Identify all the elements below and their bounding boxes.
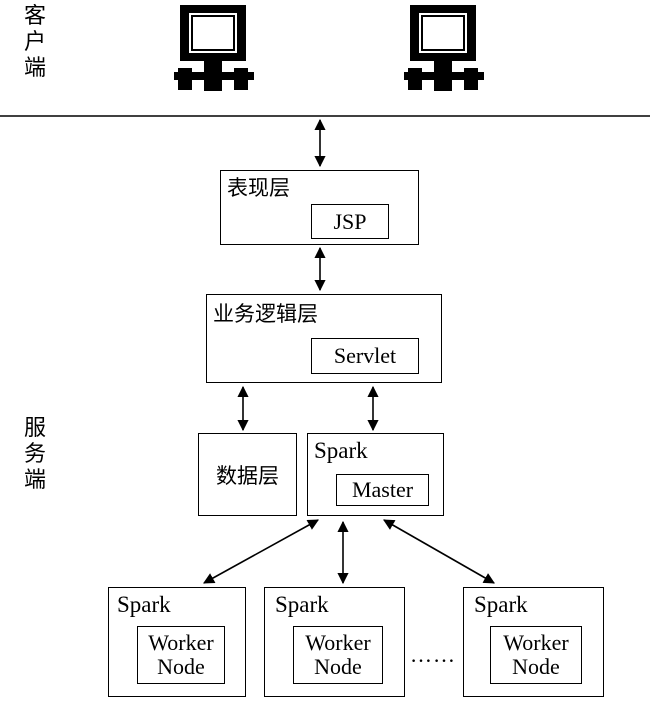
business-layer-title: 业务逻辑层 — [213, 302, 318, 326]
servlet-component: Servlet — [311, 338, 419, 374]
more-workers-ellipsis: …… — [410, 642, 456, 667]
spark-master-box: Spark Master — [307, 433, 444, 516]
worker-node-component: Worker Node — [293, 626, 383, 684]
spark-worker-box: Spark Worker Node — [108, 587, 246, 697]
data-layer-box: 数据层 — [198, 433, 297, 516]
worker-node-component: Worker Node — [137, 626, 225, 684]
spark-worker-title: Spark — [275, 592, 329, 617]
computer-icon — [174, 5, 254, 91]
spark-worker-box: Spark Worker Node — [264, 587, 405, 697]
arrow-master-worker-3 — [383, 519, 495, 584]
worker-node-line1: Worker — [148, 630, 214, 655]
spark-worker-box: Spark Worker Node — [463, 587, 604, 697]
arrow-master-worker-1 — [203, 519, 319, 584]
spark-master-title: Spark — [314, 438, 368, 463]
business-layer-box: 业务逻辑层 Servlet — [206, 294, 442, 383]
presentation-layer-box: 表现层 JSP — [220, 170, 419, 245]
worker-node-line1: Worker — [305, 630, 371, 655]
worker-node-component: Worker Node — [490, 626, 582, 684]
worker-node-line1: Worker — [503, 630, 569, 655]
spark-worker-title: Spark — [117, 592, 171, 617]
jsp-component: JSP — [311, 204, 389, 239]
computer-icon — [404, 5, 484, 91]
master-component: Master — [336, 474, 429, 506]
worker-node-line2: Node — [512, 654, 560, 679]
worker-node-line2: Node — [157, 654, 205, 679]
worker-node-line2: Node — [314, 654, 362, 679]
spark-worker-title: Spark — [474, 592, 528, 617]
data-layer-title: 数据层 — [216, 463, 279, 488]
presentation-layer-title: 表现层 — [227, 176, 290, 200]
client-label: 客户端 — [23, 4, 46, 81]
server-label: 服务端 — [23, 416, 46, 493]
